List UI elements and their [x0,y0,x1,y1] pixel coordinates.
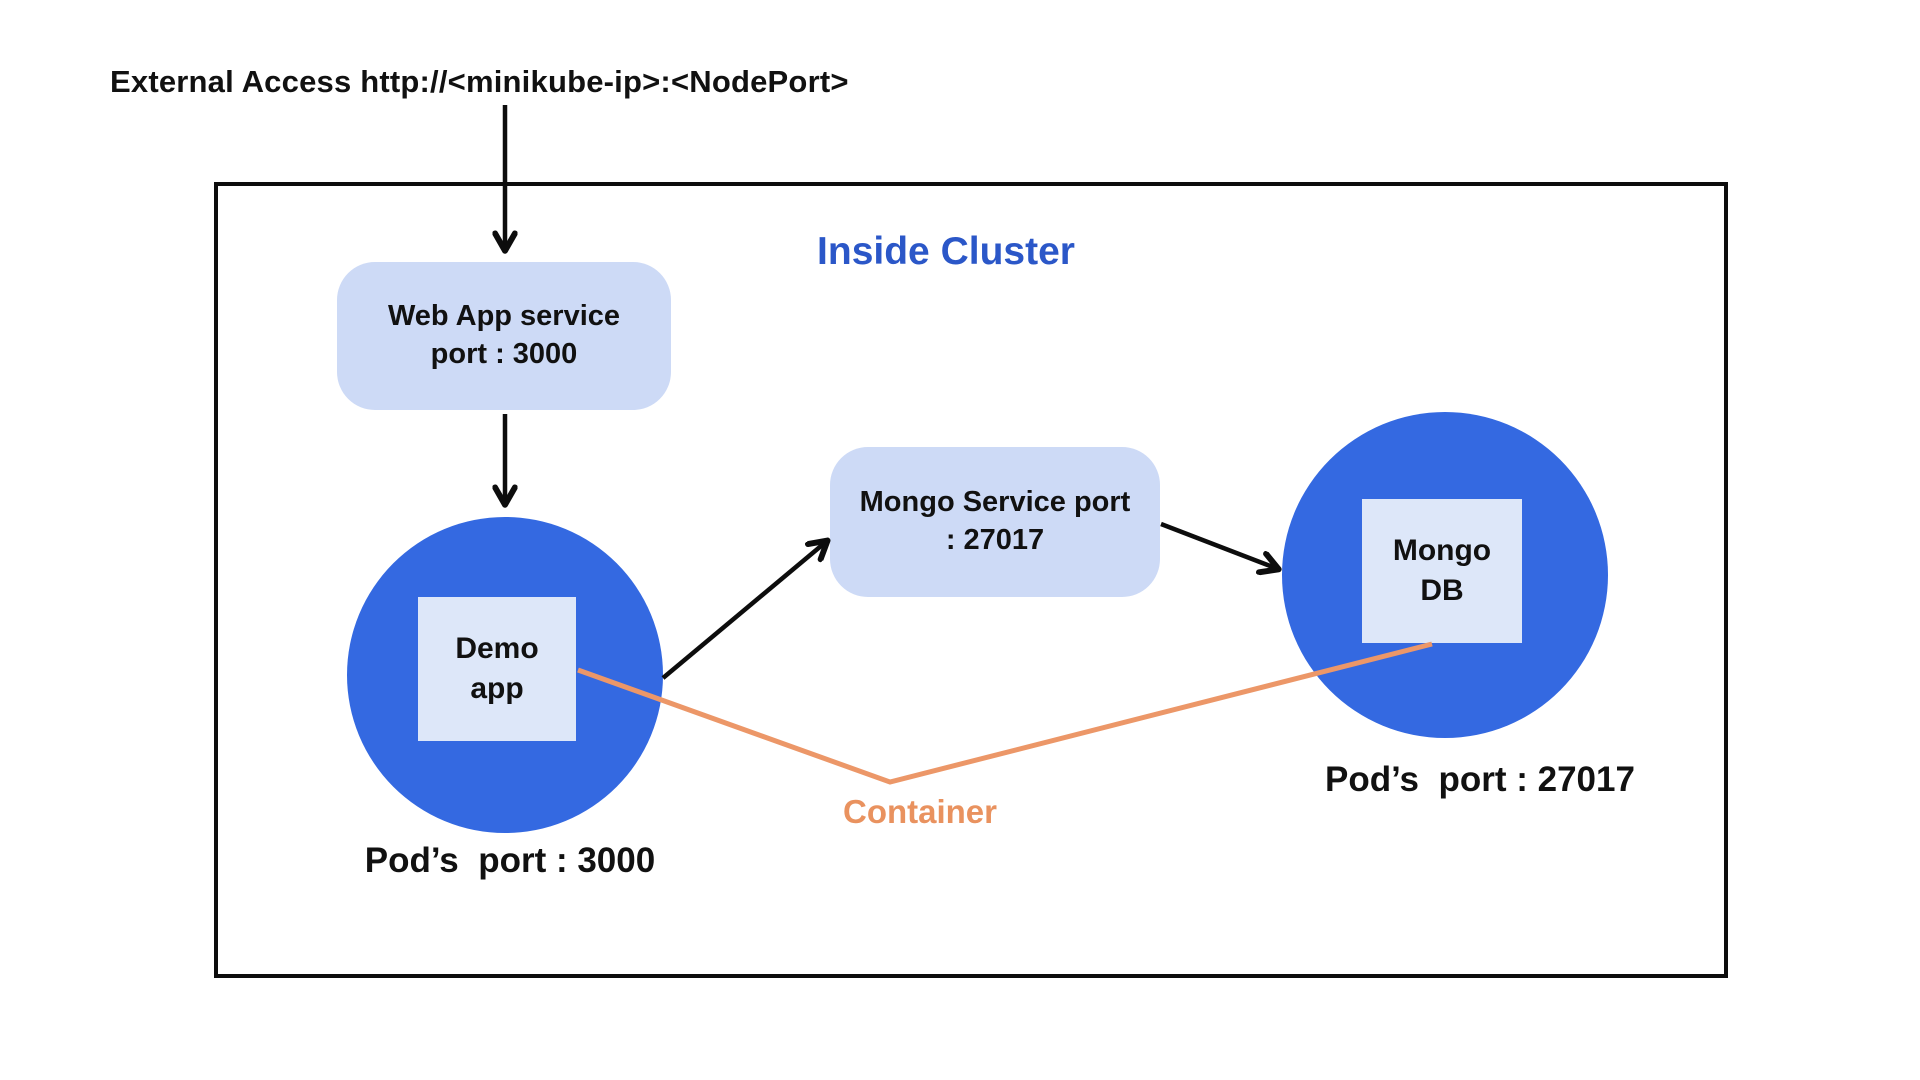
web-app-service-label-line1: Web App service [387,300,621,333]
mongo-pod-port-label: Pod’s port : 27017 [1325,760,1635,799]
demo-app-label-line2: app [470,672,524,705]
mongo-db-label-line1: Mongo [1392,533,1492,567]
container-callout-label: Container [842,793,997,830]
demo-app-container-box: Demo app [418,597,576,741]
mongo-db-label-line2: DB [1420,574,1464,607]
cluster-boundary-box [214,182,1728,978]
demo-app-label-line1: Demo [455,631,539,665]
external-access-label: External Access http://<minikube-ip>:<No… [110,64,849,99]
web-app-service-label-line2: port : 3000 [430,338,578,370]
demo-pod-port-label: Pod’s port : 3000 [364,841,656,880]
mongo-service-label-line1: Mongo Service port [859,486,1131,519]
mongo-service-label-line2: : 27017 [945,524,1045,556]
web-app-service-node: Web App service port : 3000 [337,262,671,410]
mongo-service-node: Mongo Service port : 27017 [830,447,1160,597]
mongo-db-container-box: Mongo DB [1362,499,1522,643]
cluster-title: Inside Cluster [817,230,1075,273]
